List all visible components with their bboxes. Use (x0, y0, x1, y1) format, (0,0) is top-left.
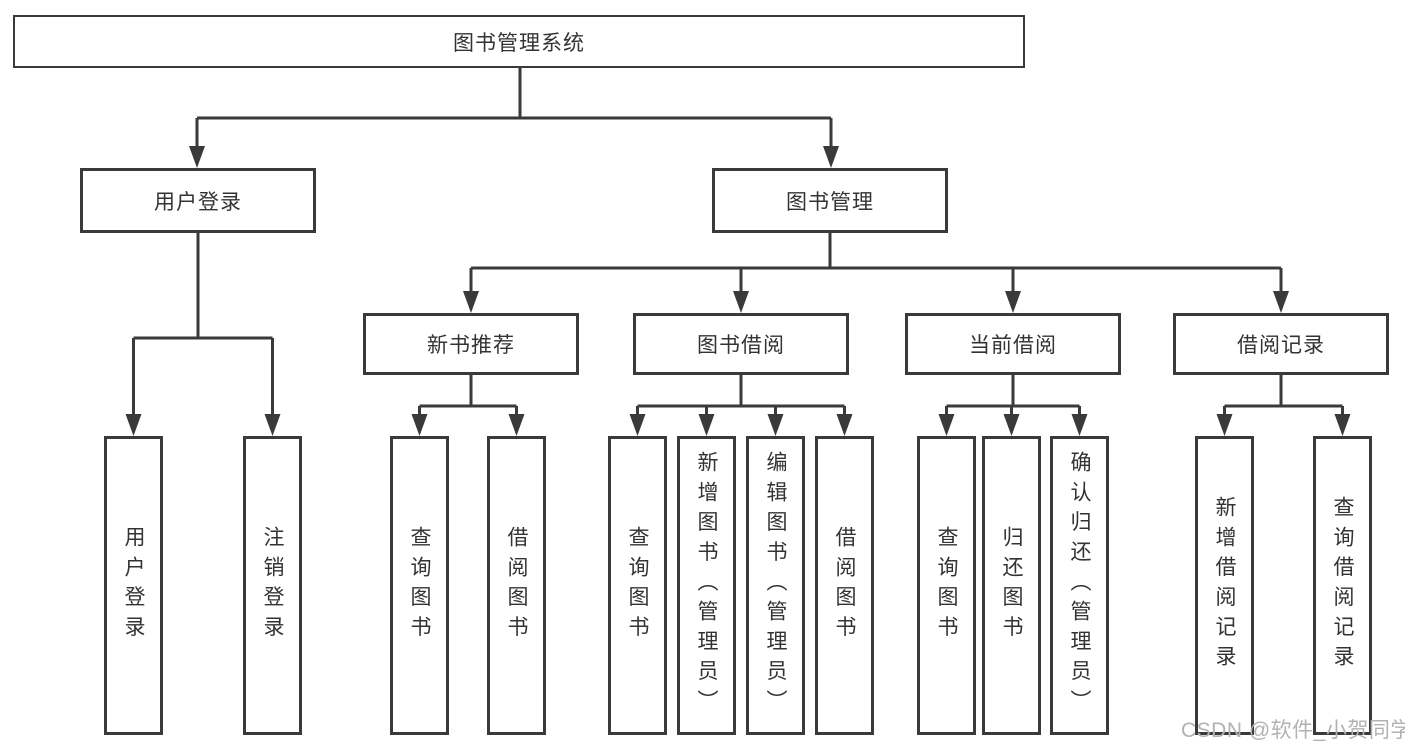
node-label: 编辑图书（管理员） (764, 451, 787, 720)
node-label: 新增图书（管理员） (695, 451, 718, 720)
node-borrowing-records: 借阅记录 (1173, 313, 1389, 375)
leaf-add-books-admin: 新增图书（管理员） (677, 436, 736, 735)
leaf-edit-books-admin: 编辑图书（管理员） (746, 436, 805, 735)
node-label: 图书借阅 (697, 334, 785, 357)
node-label: 图书管理 (786, 190, 874, 214)
leaf-logout: 注销登录 (243, 436, 302, 735)
leaf-user-login: 用户登录 (104, 436, 163, 735)
node-label: 借阅记录 (1237, 334, 1325, 357)
leaf-query-books-borrow: 查询图书 (608, 436, 667, 735)
leaf-return-books: 归还图书 (982, 436, 1041, 735)
node-library-management-system: 图书管理系统 (13, 15, 1025, 68)
leaf-query-borrow-record: 查询借阅记录 (1313, 436, 1372, 735)
node-label: 确认归还（管理员） (1068, 451, 1091, 720)
node-label: 当前借阅 (969, 334, 1057, 357)
leaf-confirm-return-admin: 确认归还（管理员） (1050, 436, 1109, 735)
node-label: 图书管理系统 (453, 31, 585, 55)
node-label: 注销登录 (261, 525, 284, 646)
leaf-borrow-books-borrow: 借阅图书 (815, 436, 874, 735)
node-label: 借阅图书 (833, 525, 856, 646)
node-user-login: 用户登录 (80, 168, 316, 233)
leaf-borrow-books-recommend: 借阅图书 (487, 436, 546, 735)
node-current-borrowing: 当前借阅 (905, 313, 1121, 375)
node-label: 查询借阅记录 (1331, 496, 1354, 675)
node-label: 查询图书 (408, 525, 431, 646)
node-label: 新增借阅记录 (1213, 496, 1236, 675)
node-label: 用户登录 (154, 190, 242, 214)
node-label: 查询图书 (626, 525, 649, 646)
leaf-query-books-current: 查询图书 (917, 436, 976, 735)
node-book-borrowing: 图书借阅 (633, 313, 849, 375)
arrowheads (125, 146, 1351, 436)
node-label: 新书推荐 (427, 334, 515, 357)
leaf-add-borrow-record: 新增借阅记录 (1195, 436, 1254, 735)
node-label: 查询图书 (935, 525, 958, 646)
node-book-management: 图书管理 (712, 168, 948, 233)
node-label: 归还图书 (1000, 525, 1023, 646)
leaf-query-books-recommend: 查询图书 (390, 436, 449, 735)
node-label: 用户登录 (122, 525, 145, 646)
node-new-book-recommendation: 新书推荐 (363, 313, 579, 375)
csdn-watermark: CSDN @软件_小贺同学 (1181, 719, 1405, 742)
node-label: 借阅图书 (505, 525, 528, 646)
